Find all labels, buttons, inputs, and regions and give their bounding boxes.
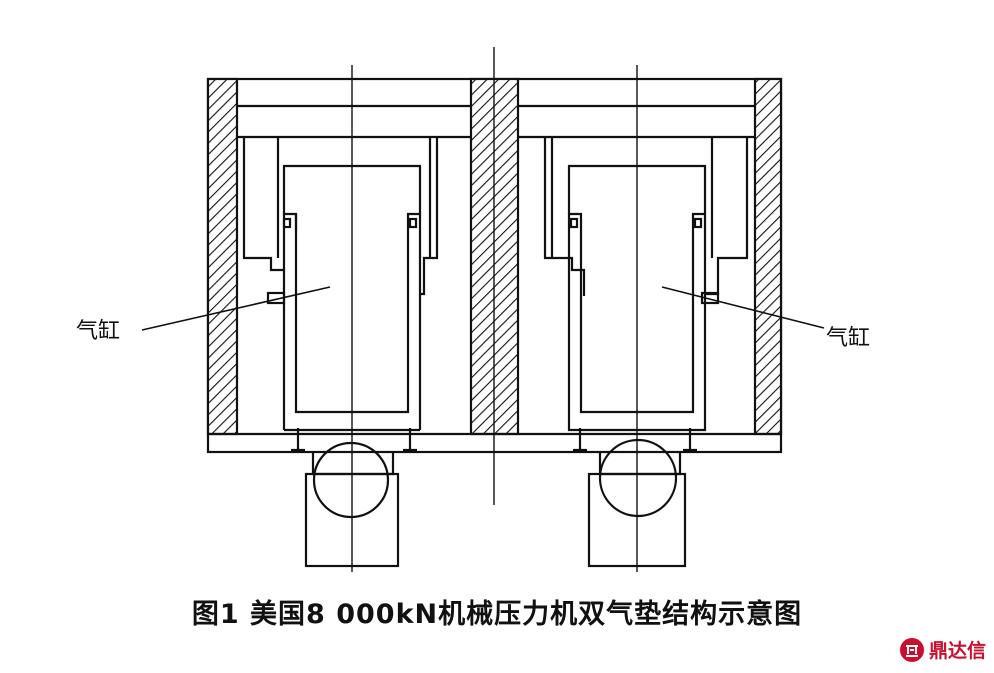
leader-right: [661, 286, 825, 329]
roller-right: [598, 438, 678, 518]
watermark-text: 鼎达信: [928, 640, 986, 662]
watermark-logo-icon: [899, 637, 924, 662]
cylinder-label-left: 气缸: [76, 319, 121, 344]
right-wall: [753, 77, 783, 436]
leader-left: [141, 286, 331, 331]
cylinder-label-right: 气缸: [826, 326, 871, 351]
roller-left: [312, 441, 390, 519]
watermark: 鼎达信: [899, 636, 986, 663]
left-wall: [206, 77, 239, 436]
figure-caption: 图1 美国8 000kN机械压力机双气垫结构示意图: [191, 599, 803, 630]
cylinder-right: [543, 137, 749, 568]
cylinder-left: [242, 137, 439, 568]
